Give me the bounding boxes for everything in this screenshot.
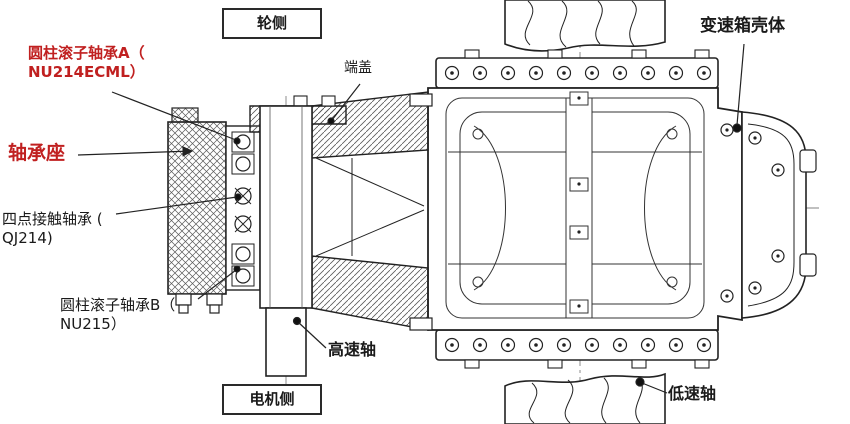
label-motor-side: 电机侧 xyxy=(222,384,322,415)
label-gearbox-housing: 变速箱壳体 xyxy=(700,16,785,37)
high-speed-shaft-part xyxy=(259,105,313,377)
wheel-side-text: 轮侧 xyxy=(256,14,287,32)
gearbox-interior xyxy=(445,91,705,319)
bearing-seat-housing xyxy=(167,107,227,314)
label-high-speed-shaft: 高速轴 xyxy=(328,340,376,360)
label-low-speed-shaft: 低速轴 xyxy=(668,384,716,404)
label-four-point-bearing: 四点接触轴承 ( QJ214) xyxy=(2,210,103,248)
low-speed-shaft-text: 低速轴 xyxy=(668,384,717,403)
end-cover-text: 端盖 xyxy=(344,60,372,76)
label-end-cover: 端盖 xyxy=(344,60,372,78)
annotation-leaders xyxy=(77,43,745,394)
motor-side-text: 电机侧 xyxy=(249,390,295,408)
bearing-b-line2: NU215） xyxy=(60,314,126,333)
gearbox-housing-text: 变速箱壳体 xyxy=(700,16,785,36)
bearing-a-line2: NU214ECML） xyxy=(28,62,145,81)
gearbox-body xyxy=(427,87,817,331)
label-bearing-a: 圆柱滚子轴承A（ NU214ECML） xyxy=(28,44,145,82)
label-wheel-side: 轮侧 xyxy=(222,8,322,39)
label-bearing-b: 圆柱滚子轴承B（ NU215） xyxy=(60,296,175,334)
low-speed-shaft-top xyxy=(504,0,666,52)
adapter-housing xyxy=(311,91,433,331)
gearbox-top-flange xyxy=(435,49,719,89)
gearbox-bottom-flange xyxy=(435,329,719,369)
four-point-line2: QJ214) xyxy=(2,228,53,247)
bearing-b-line1: 圆柱滚子轴承B（ xyxy=(60,296,176,314)
bearing-stack xyxy=(225,125,261,291)
label-bearing-seat: 轴承座 xyxy=(8,142,65,166)
bearing-a-line1: 圆柱滚子轴承A（ xyxy=(28,44,145,62)
low-speed-shaft-bottom xyxy=(504,372,666,424)
bearing-seat-text: 轴承座 xyxy=(8,142,66,164)
high-speed-shaft-text: 高速轴 xyxy=(328,340,377,359)
four-point-line1: 四点接触轴承 ( xyxy=(2,210,103,228)
